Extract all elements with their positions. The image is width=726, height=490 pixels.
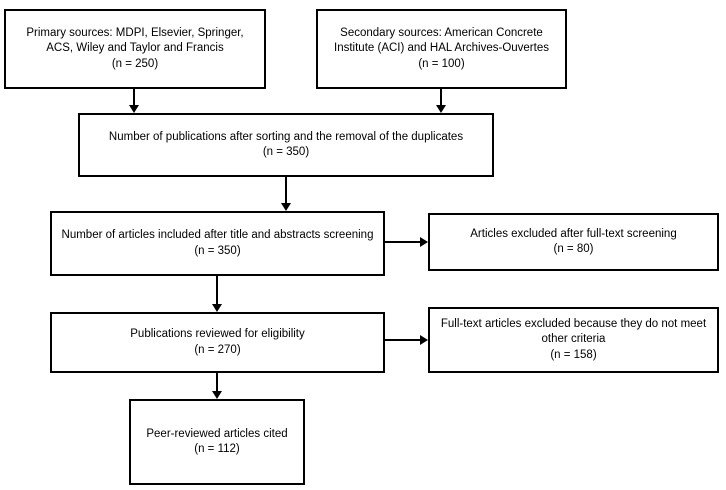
node-count: (n = 250) <box>111 57 159 70</box>
node-count: (n = 350) <box>262 146 310 158</box>
arrowhead-right-icon <box>420 335 428 345</box>
node-label: Articles excluded after full-text screen… <box>470 227 677 240</box>
arrowhead-down-icon <box>436 105 446 113</box>
arrow-down-dedup-to-screening <box>281 177 291 211</box>
arrowhead-down-icon <box>129 105 139 113</box>
node-label: Primary sources: MDPI, Elsevier, Springe… <box>26 27 244 55</box>
node-label: Secondary sources: American Concrete Ins… <box>334 27 549 55</box>
node-count: (n = 158) <box>550 348 597 361</box>
node-excluded-full-text: Articles excluded after full-text screen… <box>428 213 719 271</box>
node-secondary-sources: Secondary sources: American Concrete Ins… <box>316 9 567 89</box>
node-deduplicated: Number of publications after sorting and… <box>78 113 494 177</box>
node-cited: Peer-reviewed articles cited (n = 112) <box>129 399 305 485</box>
node-excluded-other-criteria: Full-text articles excluded because they… <box>428 307 719 373</box>
arrow-down-secondary-to-dedup <box>436 88 446 113</box>
arrowhead-down-icon <box>212 304 222 312</box>
node-label: Number of articles included after title … <box>61 229 374 242</box>
node-label: Full-text articles excluded because they… <box>440 318 707 346</box>
arrowhead-right-icon <box>420 237 428 247</box>
node-label: Peer-reviewed articles cited <box>146 427 288 440</box>
node-label: Number of publications after sorting and… <box>108 130 464 143</box>
node-count: (n = 350) <box>194 244 241 257</box>
node-eligibility: Publications reviewed for eligibility (n… <box>50 312 385 373</box>
arrow-down-screening-to-eligibility <box>212 276 222 312</box>
node-label: Publications reviewed for eligibility <box>130 328 305 341</box>
node-count: (n = 270) <box>194 343 241 356</box>
arrow-down-primary-to-dedup <box>129 88 139 113</box>
node-count: (n = 112) <box>194 443 240 455</box>
arrow-right-screening-to-excluded <box>385 237 428 247</box>
node-count: (n = 100) <box>418 57 465 70</box>
node-primary-sources: Primary sources: MDPI, Elsevier, Springe… <box>4 9 266 89</box>
node-title-abstract-screening: Number of articles included after title … <box>50 211 385 276</box>
arrowhead-down-icon <box>212 391 222 399</box>
node-count: (n = 80) <box>553 243 594 255</box>
arrow-down-eligibility-to-cited <box>212 373 222 399</box>
arrow-right-eligibility-to-excluded <box>385 335 428 345</box>
arrowhead-down-icon <box>281 203 291 211</box>
